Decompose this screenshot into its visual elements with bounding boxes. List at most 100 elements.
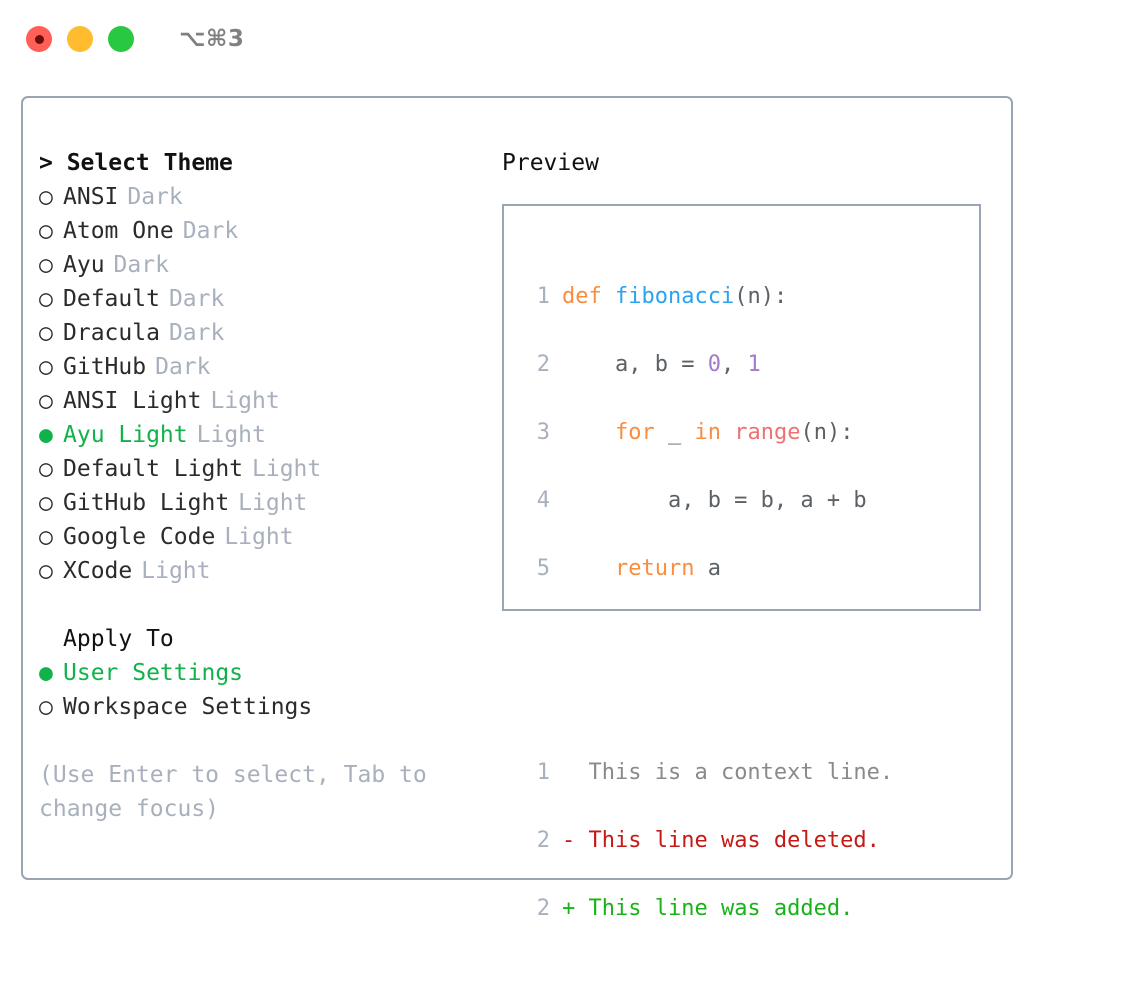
theme-option-github-dark[interactable]: ○ GitHub Dark bbox=[39, 350, 499, 384]
theme-option-label: Ayu Light bbox=[63, 422, 188, 448]
code-token: _ bbox=[654, 420, 695, 445]
diff-line-added: 2+ This line was added. bbox=[524, 892, 893, 926]
diff-marker bbox=[562, 760, 575, 785]
hint-spacer bbox=[39, 724, 499, 758]
dialog-columns: > Select Theme ○ ANSI Dark ○ Atom One Da… bbox=[23, 98, 1011, 921]
theme-picker-dialog: > Select Theme ○ ANSI Dark ○ Atom One Da… bbox=[21, 96, 1013, 921]
radio-icon: ○ bbox=[39, 524, 53, 550]
code-token bbox=[562, 556, 615, 581]
line-number: 1 bbox=[536, 284, 550, 309]
line-number: 3 bbox=[536, 420, 550, 445]
close-button-icon[interactable] bbox=[26, 26, 52, 52]
theme-option-google-code[interactable]: ○ Google Code Light bbox=[39, 520, 499, 554]
theme-option-label: Atom One bbox=[63, 218, 174, 244]
code-token: , bbox=[720, 352, 748, 377]
radio-icon-selected: ● bbox=[39, 660, 53, 686]
theme-option-default-dark[interactable]: ○ Default Dark bbox=[39, 282, 499, 316]
radio-icon: ○ bbox=[39, 286, 53, 312]
zoom-button-icon[interactable] bbox=[108, 26, 134, 52]
line-number: 5 bbox=[536, 556, 550, 581]
theme-option-default-light[interactable]: ○ Default Light Light bbox=[39, 452, 499, 486]
diff-text: This is a context line. bbox=[575, 760, 894, 785]
code-token: a, b = bbox=[562, 352, 708, 377]
line-number: 1 bbox=[536, 760, 550, 785]
code-token: a bbox=[694, 556, 721, 581]
select-theme-heading: > Select Theme bbox=[39, 150, 233, 176]
code-token: 0 bbox=[707, 352, 721, 377]
theme-option-label: Ayu bbox=[63, 252, 105, 278]
code-line: 1 def fibonacci(n): bbox=[524, 280, 893, 314]
code-token: for bbox=[614, 420, 655, 445]
radio-icon: ○ bbox=[39, 354, 53, 380]
theme-option-ansi-light[interactable]: ○ ANSI Light Light bbox=[39, 384, 499, 418]
code-token bbox=[721, 420, 734, 445]
theme-option-label: Default bbox=[63, 286, 160, 312]
apply-to-option-label: User Settings bbox=[63, 660, 244, 686]
apply-to-option-list[interactable]: ● User Settings ○ Workspace Settings bbox=[39, 656, 499, 724]
code-token: 1 bbox=[747, 352, 761, 377]
theme-option-label: GitHub bbox=[63, 354, 147, 380]
theme-option-label: Dracula bbox=[63, 320, 160, 346]
theme-option-tag: Light bbox=[252, 456, 322, 482]
radio-icon: ○ bbox=[39, 490, 53, 516]
theme-option-label: GitHub Light bbox=[63, 490, 230, 516]
theme-option-label: Default Light bbox=[63, 456, 244, 482]
section-spacer bbox=[39, 588, 499, 622]
radio-icon: ○ bbox=[39, 694, 53, 720]
code-line: 3 for _ in range(n): bbox=[524, 416, 893, 450]
theme-option-ayu-light[interactable]: ● Ayu Light Light bbox=[39, 418, 499, 452]
line-number: 4 bbox=[536, 488, 550, 513]
theme-option-tag: Dark bbox=[182, 218, 239, 244]
apply-to-option-user-settings[interactable]: ● User Settings bbox=[39, 656, 499, 690]
theme-option-tag: Light bbox=[238, 490, 308, 516]
radio-icon: ○ bbox=[39, 558, 53, 584]
radio-icon: ○ bbox=[39, 456, 53, 482]
theme-option-ansi-dark[interactable]: ○ ANSI Dark bbox=[39, 180, 499, 214]
code-token: fibonacci bbox=[614, 284, 735, 309]
diff-text: This line was added. bbox=[575, 896, 854, 921]
code-token: (n): bbox=[734, 284, 788, 309]
diff-spacer bbox=[524, 654, 893, 688]
theme-option-github-light[interactable]: ○ GitHub Light Light bbox=[39, 486, 499, 520]
radio-icon: ○ bbox=[39, 218, 53, 244]
theme-option-atom-one-dark[interactable]: ○ Atom One Dark bbox=[39, 214, 499, 248]
theme-option-list[interactable]: ○ ANSI Dark ○ Atom One Dark ○ Ayu Dark bbox=[39, 180, 499, 588]
theme-option-tag: Dark bbox=[168, 286, 225, 312]
code-token: in bbox=[694, 420, 721, 445]
theme-option-ayu-dark[interactable]: ○ Ayu Dark bbox=[39, 248, 499, 282]
diff-line-deleted: 2- This line was deleted. bbox=[524, 824, 893, 858]
theme-option-tag: Light bbox=[196, 422, 266, 448]
apply-to-heading: Apply To bbox=[63, 626, 174, 652]
diff-marker: - bbox=[562, 828, 576, 853]
theme-option-label: Google Code bbox=[63, 524, 216, 550]
theme-selection-column: > Select Theme ○ ANSI Dark ○ Atom One Da… bbox=[39, 146, 499, 826]
traffic-lights bbox=[26, 26, 134, 52]
code-token: def bbox=[562, 284, 615, 309]
title-bar: ⌥⌘3 bbox=[0, 0, 1140, 78]
diff-marker: + bbox=[562, 896, 576, 921]
code-token: (n): bbox=[800, 420, 854, 445]
theme-option-dracula-dark[interactable]: ○ Dracula Dark bbox=[39, 316, 499, 350]
preview-column: Preview bbox=[502, 146, 1002, 180]
theme-option-xcode[interactable]: ○ XCode Light bbox=[39, 554, 499, 588]
theme-option-tag: Light bbox=[224, 524, 294, 550]
radio-icon: ○ bbox=[39, 252, 53, 278]
theme-option-tag: Dark bbox=[127, 184, 183, 210]
theme-option-tag: Light bbox=[141, 558, 211, 584]
theme-option-label: XCode bbox=[63, 558, 133, 584]
theme-option-tag: Dark bbox=[168, 320, 225, 346]
theme-option-tag: Dark bbox=[155, 354, 211, 380]
theme-option-label: ANSI Light bbox=[63, 388, 202, 414]
line-number: 2 bbox=[536, 352, 550, 377]
minimize-button-icon[interactable] bbox=[67, 26, 93, 52]
theme-option-label: ANSI bbox=[63, 184, 119, 210]
code-line: 5 return a bbox=[524, 552, 893, 586]
diff-text: This line was deleted. bbox=[575, 828, 880, 853]
apply-to-option-workspace-settings[interactable]: ○ Workspace Settings bbox=[39, 690, 499, 724]
diff-line-context: 1 This is a context line. bbox=[524, 756, 893, 790]
code-line: 4 a, b = b, a + b bbox=[524, 484, 893, 518]
radio-icon-selected: ● bbox=[39, 422, 53, 448]
apply-to-option-label: Workspace Settings bbox=[63, 694, 313, 720]
